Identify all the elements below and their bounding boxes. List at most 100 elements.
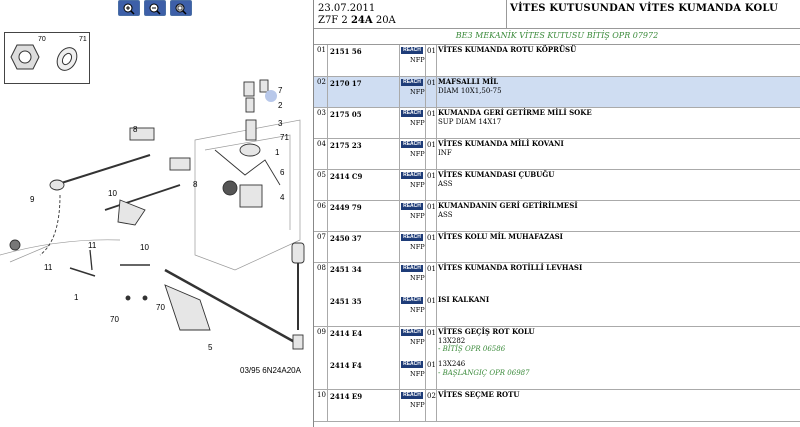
part-label: 11: [44, 263, 53, 272]
column-divider: [425, 201, 426, 231]
column-divider: [399, 77, 400, 107]
part-number: 2151 56: [330, 47, 362, 56]
part-label: 71: [280, 133, 289, 142]
column-divider: [425, 139, 426, 169]
gear-linkage-drawing: 7 2 3 71 1 8 6 9 4 10 5 70 10 11 1 70 8 …: [0, 79, 305, 352]
reach-badge: REACH: [401, 265, 423, 272]
fastener-inset: 70 71: [4, 32, 90, 84]
zoom-in-icon: [123, 3, 135, 15]
part-title: ISI KALKANI: [438, 295, 490, 304]
part-quantity: 01: [427, 329, 436, 337]
nfp-label: NFP: [410, 150, 425, 158]
part-title: VİTES GEÇİŞ ROT KOLU: [438, 327, 535, 336]
part-spec: 13X246: [438, 360, 466, 368]
part-label: 70: [110, 315, 119, 324]
part-title: VİTES SEÇME ROTU: [438, 390, 520, 399]
row-number: 05: [317, 171, 326, 179]
part-label: 8: [133, 125, 138, 134]
part-title: KUMANDANIN GERİ GETİRİLMESİ: [438, 201, 578, 210]
reach-badge: REACH: [401, 392, 423, 399]
part-label: 8: [193, 180, 198, 189]
zoom-out-button[interactable]: [144, 0, 166, 16]
column-divider: [399, 139, 400, 169]
nfp-label: NFP: [410, 212, 425, 220]
part-title: VİTES KUMANDA ROTİLLİ LEVHASI: [438, 263, 583, 272]
zoom-fit-button[interactable]: [170, 0, 192, 16]
column-divider: [436, 263, 437, 326]
zoom-toolbar: [0, 0, 313, 16]
nfp-label: NFP: [410, 370, 425, 378]
header-rule: [314, 28, 800, 29]
row-number: 04: [317, 140, 326, 148]
part-number: 2414 E4: [330, 329, 363, 338]
reach-badge: REACH: [401, 79, 423, 86]
column-divider: [436, 327, 437, 389]
exploded-diagram-panel: 70 71: [0, 0, 314, 427]
zoom-in-button[interactable]: [118, 0, 140, 16]
gearbox-subtitle: BE3 MEKANİK VİTES KUTUSU BİTİŞ OPR 07972: [455, 31, 659, 40]
column-divider: [399, 170, 400, 200]
reach-badge: REACH: [401, 297, 423, 304]
column-divider: [425, 77, 426, 107]
column-divider: [399, 263, 400, 326]
part-label: 3: [278, 119, 283, 128]
part-title: KUMANDA GERİ GETİRME MİLİ SOKE: [438, 108, 592, 117]
column-divider: [327, 45, 328, 76]
part-quantity: 01: [427, 79, 436, 87]
column-divider: [436, 201, 437, 231]
part-number: 2449 79: [330, 203, 362, 212]
column-divider: [436, 232, 437, 262]
part-number: 2414 F4: [330, 361, 362, 370]
row-number: 02: [317, 78, 326, 86]
part-number: 2170 17: [330, 79, 362, 88]
column-divider: [425, 108, 426, 138]
reach-badge: REACH: [401, 47, 423, 54]
part-description: ISI KALKANI: [438, 295, 490, 305]
part-label: 1: [275, 148, 280, 157]
nfp-label: NFP: [410, 401, 425, 409]
column-divider: [425, 327, 426, 389]
part-quantity: 01: [427, 361, 436, 369]
column-divider: [436, 77, 437, 107]
column-divider: [399, 108, 400, 138]
part-spec: INF: [438, 148, 452, 157]
part-number: 2175 05: [330, 110, 362, 119]
part-label: 7: [278, 86, 283, 95]
reach-badge: REACH: [401, 172, 423, 179]
part-spec: ASS: [438, 210, 453, 219]
column-divider: [436, 170, 437, 200]
nfp-label: NFP: [410, 306, 425, 314]
part-title: VİTES KOLU MİL MUHAFAZASI: [438, 232, 563, 241]
column-divider: [399, 327, 400, 389]
column-divider: [436, 45, 437, 76]
header-divider: [506, 0, 507, 28]
part-title: VİTES KUMANDA MİLİ KOVANI: [438, 139, 564, 148]
part-description: VİTES KUMANDA ROTU KÖPRÜSÜ: [438, 45, 576, 55]
